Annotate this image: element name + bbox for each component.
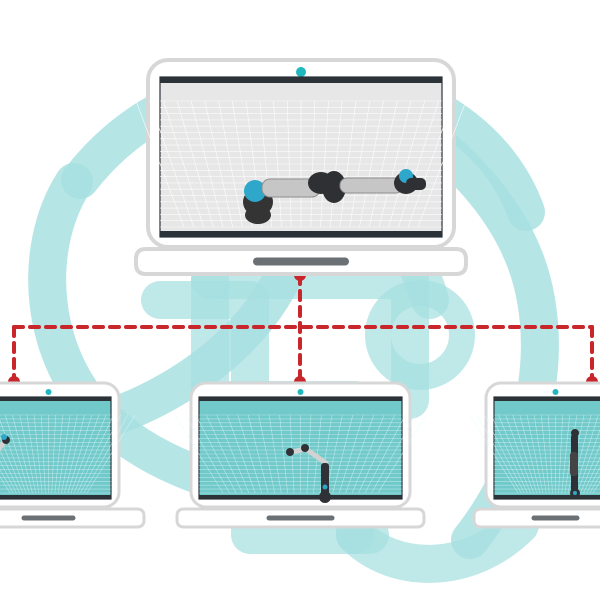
client-laptop-center	[174, 381, 427, 529]
screen-topbar	[199, 397, 402, 401]
screen-bottombar	[494, 495, 600, 499]
screen	[0, 396, 112, 500]
screen-topbar	[160, 77, 442, 83]
trackpad	[21, 515, 76, 521]
main-laptop	[134, 58, 468, 276]
robot-arm-link	[0, 438, 8, 452]
screen-bottombar	[160, 231, 442, 237]
trackpad	[253, 257, 349, 266]
robot-joint	[301, 444, 309, 452]
robot-joint	[571, 429, 579, 437]
logo-ring	[365, 280, 475, 390]
camera-dot-icon	[552, 389, 559, 395]
camera-dot-icon	[296, 67, 306, 77]
screen-bottombar	[199, 495, 402, 499]
client-laptop-left	[0, 381, 146, 529]
trackpad	[531, 515, 580, 521]
trackpad	[266, 515, 335, 521]
screen	[493, 396, 600, 500]
client-laptop-right	[469, 381, 600, 529]
camera-dot-icon	[45, 389, 52, 395]
robot-arm-link	[339, 177, 404, 194]
screen-topbar	[494, 397, 600, 401]
screen-topbar	[0, 397, 111, 401]
screen-bottombar	[0, 495, 111, 499]
robot-joint	[286, 448, 294, 456]
camera-dot-icon	[297, 389, 304, 395]
robot-joint	[244, 180, 266, 202]
